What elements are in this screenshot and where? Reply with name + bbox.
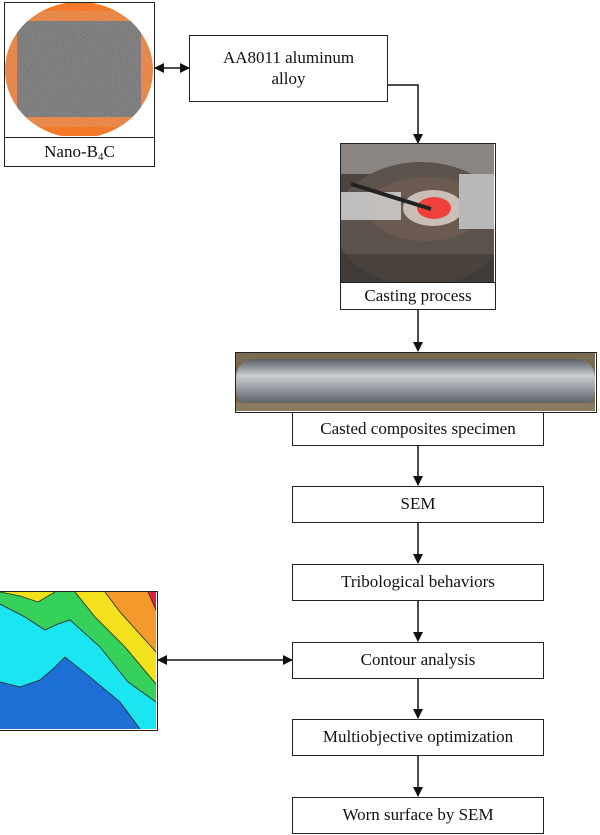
specimen-label: Casted composites specimen [320, 418, 516, 438]
sem-label: SEM [400, 494, 436, 514]
specimen-image [235, 352, 597, 413]
nano-b4c-text: Nano-B4C [44, 141, 115, 163]
optimization-label: Multiobjective optimization [322, 727, 514, 747]
sem-box: SEM [292, 486, 544, 523]
contour-box: Contour analysis [292, 642, 544, 679]
casting-label: Casting process [364, 285, 472, 305]
contour-graphic [0, 592, 157, 730]
nano-b4c-image [4, 2, 155, 138]
contour-plot-image [0, 591, 158, 731]
nano-b4c-label: Nano-B4C [4, 137, 155, 167]
optimization-box: Multiobjective optimization [292, 719, 544, 756]
specimen-label-box: Casted composites specimen [292, 412, 544, 446]
furnace-graphic [341, 144, 495, 283]
tribo-box: Tribological behaviors [292, 564, 544, 601]
casting-label-box: Casting process [340, 282, 496, 310]
contour-label: Contour analysis [360, 650, 476, 670]
alloy-box: AA8011 aluminum alloy [189, 35, 388, 102]
casting-image [340, 143, 496, 284]
specimen-rod-graphic [236, 353, 595, 411]
worn-label: Worn surface by SEM [342, 805, 494, 825]
nano-powder-graphic [5, 3, 153, 137]
alloy-label: AA8011 aluminum alloy [222, 48, 355, 88]
tribo-label: Tribological behaviors [341, 572, 495, 592]
arrow-alloy-casting [388, 84, 423, 144]
worn-box: Worn surface by SEM [292, 797, 544, 834]
